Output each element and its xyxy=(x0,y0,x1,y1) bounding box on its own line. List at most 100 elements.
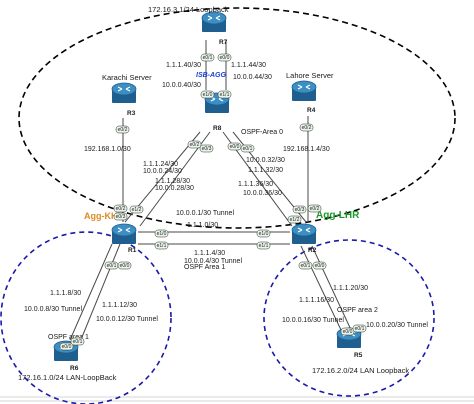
link-label: 1.1.1.28/30 xyxy=(155,178,190,185)
interface-label: e0/2 xyxy=(118,127,128,133)
router-name: R1 xyxy=(128,247,137,254)
interface-tag xyxy=(256,241,271,250)
interface-tag xyxy=(292,205,307,214)
r4-caption: Lahore Server xyxy=(286,71,334,80)
interface-tag xyxy=(113,204,128,213)
link-label: 1.1.1.40/30 xyxy=(166,62,201,69)
router-r7[interactable] xyxy=(201,11,227,33)
interface-label: e0/2 xyxy=(116,206,126,212)
interface-tag xyxy=(240,144,255,153)
interface-label: e0/1 xyxy=(243,146,253,152)
link-label: 10.0.0.28/30 xyxy=(155,185,194,192)
interface-tag xyxy=(154,229,169,238)
interface-label: e0/0 xyxy=(62,344,72,350)
agg-lhr-label: Agg-LHR xyxy=(316,210,360,221)
router-name: R6 xyxy=(70,365,79,372)
link-label: 1.1.1.20/30 xyxy=(333,285,368,292)
ospf-area0-boundary xyxy=(18,7,456,229)
link-label: 1.1.1.16/30 xyxy=(299,297,334,304)
interface-tag xyxy=(299,123,314,132)
interface-label: e0/1 xyxy=(73,339,83,345)
router-name: R8 xyxy=(213,125,222,132)
router-r1[interactable] xyxy=(111,223,137,245)
ospf-area1-boundary xyxy=(0,231,172,404)
link-r1-r6 xyxy=(69,243,113,341)
interface-tag xyxy=(117,261,132,270)
router-r4[interactable] xyxy=(291,80,317,102)
router-r2[interactable] xyxy=(291,223,317,245)
interface-label: e0/0 xyxy=(343,329,353,335)
interface-tag xyxy=(154,241,169,250)
interface-tag xyxy=(59,342,74,351)
link-label: 10.0.0.16/30 Tunnel xyxy=(282,317,344,324)
area0-label: OSPF-Area 0 xyxy=(241,129,283,136)
area1-overlap-label: OSPF Area 1 xyxy=(184,264,225,271)
router-name: R4 xyxy=(307,107,316,114)
link-label: 192.168.1.4/30 xyxy=(283,146,330,153)
interface-tag xyxy=(115,125,130,134)
interface-label: e0/1 xyxy=(203,55,213,61)
r5-lan-caption: 172.16.2.0/24 LAN Loopback xyxy=(312,366,409,375)
link-label: 1.1.1.0/30 xyxy=(187,222,218,229)
ospf-area2-boundary xyxy=(263,239,435,397)
interface-label: e1/2 xyxy=(132,207,142,213)
router-name: R7 xyxy=(219,39,228,46)
link-r1-r6 xyxy=(79,243,121,343)
interface-label: e1/0 xyxy=(157,231,167,237)
link-label: 10.0.0.8/30 Tunnel xyxy=(24,306,82,313)
interface-tag xyxy=(256,229,271,238)
link-label: 10.0.0.44/30 xyxy=(233,74,272,81)
interface-tag xyxy=(307,204,322,213)
interface-tag xyxy=(217,90,232,99)
interface-tag xyxy=(199,144,214,153)
interface-label: e0/2 xyxy=(302,125,312,131)
router-name: R2 xyxy=(308,247,317,254)
interface-label: e0/2 xyxy=(310,206,320,212)
link-label: 10.0.0.40/30 xyxy=(162,82,201,89)
interface-label: e0/0 xyxy=(230,144,240,150)
link-label: 1.1.1.12/30 xyxy=(102,302,137,309)
router-r3[interactable] xyxy=(111,82,137,104)
link-label: 10.0.0.4/30 Tunnel xyxy=(184,258,242,265)
interface-label: e1/0 xyxy=(259,231,269,237)
interface-label: e1/1 xyxy=(259,243,269,249)
interface-label: e0/0 xyxy=(315,263,325,269)
isb-agg-label: ISB-AGG xyxy=(196,72,227,79)
link-label: 10.0.0.32/30 xyxy=(246,157,285,164)
router-name: R3 xyxy=(127,110,136,117)
interface-tag xyxy=(298,261,313,270)
interface-label: e0/1 xyxy=(107,263,117,269)
link-label: 10.0.0.20/30 Tunnel xyxy=(366,322,428,329)
link-label: 10.0.0.1/30 Tunnel xyxy=(176,210,234,217)
interface-tag xyxy=(113,212,128,221)
interface-label: e0/3 xyxy=(295,207,305,213)
interface-label: e0/1 xyxy=(301,263,311,269)
link-r2-r5 xyxy=(311,245,353,333)
link-label: 1.1.1.8/30 xyxy=(50,290,81,297)
interface-label: e1/1 xyxy=(220,92,230,98)
link-labels: 1.1.1.40/30 1.1.1.44/30 10.0.0.40/30 10.… xyxy=(24,62,428,329)
interface-label: e0/2 xyxy=(190,142,200,148)
link-label: 192.168.1.0/30 xyxy=(84,146,131,153)
agg-khi-label: Agg-KHI xyxy=(84,211,120,221)
link-r2-r5 xyxy=(300,245,343,333)
link-label: 1.1.1.36/30 xyxy=(238,181,273,188)
link-label: 1.1.1.44/30 xyxy=(231,62,266,69)
interface-label: e1/1 xyxy=(157,243,167,249)
interface-tag xyxy=(200,53,215,62)
area1-label: OSPF area 1 xyxy=(48,334,89,341)
link-label: 1.1.1.24/30 xyxy=(143,161,178,168)
interface-label: e0/1 xyxy=(355,326,365,332)
interface-tag xyxy=(312,261,327,270)
interface-label: e1/0 xyxy=(203,92,213,98)
interface-label: e0/3 xyxy=(116,214,126,220)
interface-tag xyxy=(217,53,232,62)
interface-tag xyxy=(187,140,202,149)
r6-lan-caption: 172.16.1.0/24 LAN-LoopBack xyxy=(18,373,117,382)
interface-label: e0/0 xyxy=(220,55,230,61)
interface-tag xyxy=(287,215,302,224)
router-name: R5 xyxy=(354,352,363,359)
link-label: 10.0.0.12/30 Tunnel xyxy=(96,316,158,323)
